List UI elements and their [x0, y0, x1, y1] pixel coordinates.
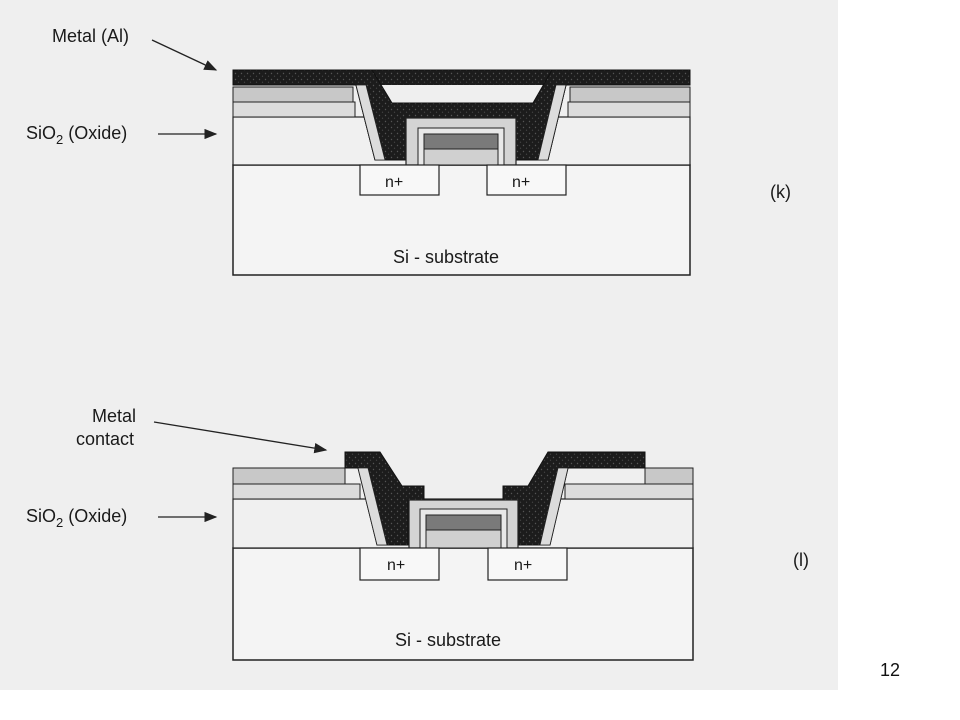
oxide-sidewall-right-l: [539, 467, 569, 546]
n-plus-right-label-k: n+: [512, 174, 530, 191]
metal-contact-label-line1: Metal: [92, 406, 136, 426]
si-substrate-k: [232, 164, 691, 276]
oxide-label-l: SiO2 (Oxide): [26, 506, 127, 530]
poly-strip-right-l: [644, 467, 694, 485]
metal-contact-arrow: [153, 421, 328, 454]
page-number: 12: [880, 660, 901, 680]
poly-strip-left-l: [232, 467, 346, 485]
panel-label-k: (k): [770, 182, 791, 202]
oxide-strip-left-k: [232, 101, 356, 118]
panel-label-l: (l): [793, 550, 809, 570]
figure-k: n+ n+ Si - substrate Metal (Al) SiO2 (Ox…: [26, 26, 791, 276]
gate-dielectric-k: [423, 148, 499, 166]
substrate-label-l: Si - substrate: [395, 630, 501, 650]
n-plus-right-k: [486, 164, 567, 196]
oxide-strip-right-k: [567, 101, 691, 118]
n-plus-right-l: [487, 547, 568, 581]
figure-l: n+ n+ Si - substrate Metal contact SiO2 …: [26, 406, 809, 661]
poly-strip-right-k: [569, 86, 691, 103]
poly-strip-left-k: [232, 86, 354, 103]
oxide-sidewall-left-l: [357, 467, 388, 546]
gate-dielectric-l: [425, 529, 502, 549]
oxide-sidewall-left-k: [355, 84, 386, 161]
oxide-strip-right-l: [564, 483, 694, 500]
n-plus-left-k: [359, 164, 440, 196]
metal-al-label: Metal (Al): [52, 26, 129, 46]
oxide-label-k: SiO2 (Oxide): [26, 123, 127, 147]
oxide-sidewall-right-k: [537, 84, 567, 161]
n-plus-left-label-l: n+: [387, 557, 405, 574]
n-plus-left-label-k: n+: [385, 174, 403, 191]
metal-al-arrow: [151, 39, 218, 71]
polysilicon-gate-l: [425, 514, 502, 531]
n-plus-right-label-l: n+: [514, 557, 532, 574]
n-plus-left-l: [359, 547, 440, 581]
oxide-strip-left-l: [232, 483, 361, 500]
metal-contact-label-line2: contact: [76, 429, 134, 449]
polysilicon-gate-k: [423, 133, 499, 150]
si-substrate-l: [232, 547, 694, 661]
substrate-label-k: Si - substrate: [393, 247, 499, 267]
